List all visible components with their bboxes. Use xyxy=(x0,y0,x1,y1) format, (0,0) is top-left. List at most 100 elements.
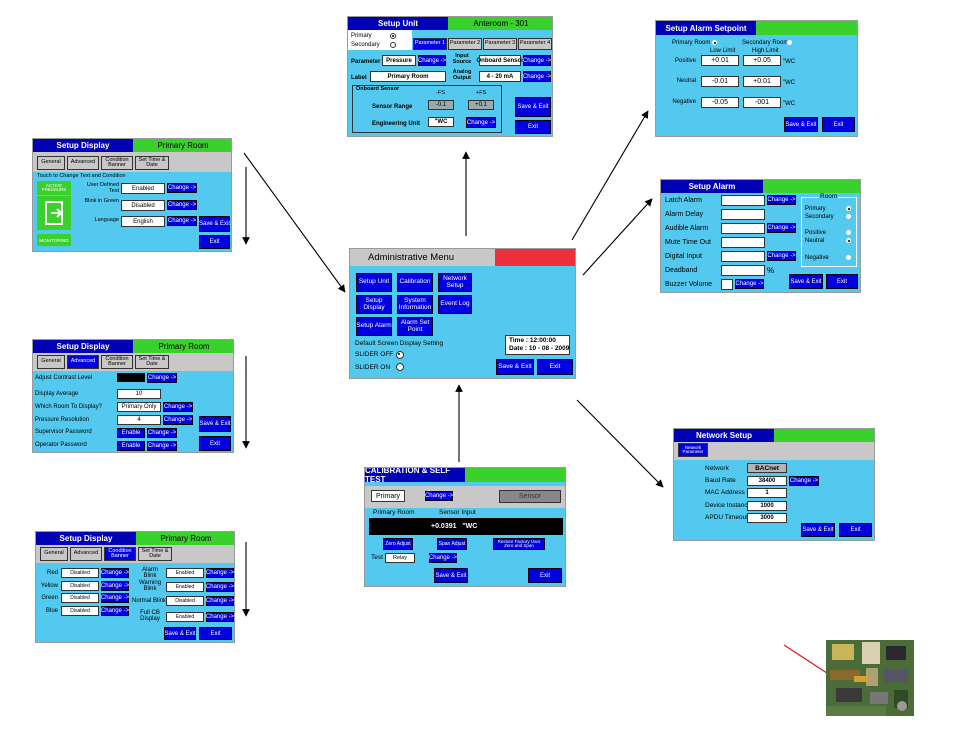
tab-set-time-date[interactable]: Set Time & Date xyxy=(135,355,169,369)
exit-button[interactable]: Exit xyxy=(199,235,230,249)
primary-room-label: Primary Room xyxy=(373,509,415,516)
positive-radio[interactable] xyxy=(846,230,851,235)
setup-alarm-button[interactable]: Setup Alarm xyxy=(356,317,392,336)
tab-advanced[interactable]: Advanced xyxy=(67,355,99,369)
circuit-board-icon xyxy=(826,640,914,716)
neutral-label: Neutral xyxy=(805,238,825,244)
operator-password-label: Operator Password xyxy=(35,442,87,448)
latch-alarm-change-button[interactable]: Change -> xyxy=(767,195,796,205)
primary-radio[interactable] xyxy=(390,33,396,39)
buzzer-volume-change-button[interactable]: Change -> xyxy=(735,279,764,289)
tab-set-time-date[interactable]: Set Time & Date xyxy=(138,547,172,561)
slider-off-radio[interactable] xyxy=(396,351,404,359)
save-exit-button[interactable]: Save & Exit xyxy=(434,568,468,583)
secondary-radio[interactable] xyxy=(846,214,851,219)
save-exit-button[interactable]: Save & Exit xyxy=(164,627,196,640)
tab-general[interactable]: General xyxy=(37,156,65,170)
calibration-button[interactable]: Calibration xyxy=(397,273,433,292)
exit-button[interactable]: Exit xyxy=(839,523,872,537)
normal-blink-change-button[interactable]: Change -> xyxy=(205,596,235,606)
negative-radio[interactable] xyxy=(846,255,851,260)
tab-general[interactable]: General xyxy=(40,547,68,561)
baud-rate-change-button[interactable]: Change -> xyxy=(789,476,819,486)
tab-parameter-3[interactable]: Parameter 3 xyxy=(483,38,517,50)
setup-display-button[interactable]: Setup Display xyxy=(356,295,392,314)
operator-password-value[interactable]: Enable xyxy=(117,441,145,451)
room-change-button[interactable]: Change -> xyxy=(424,491,454,501)
tab-parameter-1[interactable]: Parameter 1 xyxy=(413,38,447,50)
green-label: Green xyxy=(41,595,58,601)
neutral-radio[interactable] xyxy=(846,238,851,243)
exit-button[interactable]: Exit xyxy=(199,436,231,451)
tab-network-parameter[interactable]: Network Parameter xyxy=(678,443,708,457)
circuit-board-photo xyxy=(826,640,914,716)
audible-alarm-change-button[interactable]: Change -> xyxy=(767,223,796,233)
green-change-button[interactable]: Change -> xyxy=(100,593,130,603)
tab-general[interactable]: General xyxy=(37,355,65,369)
primary-radio[interactable] xyxy=(846,206,851,211)
slider-on-radio[interactable] xyxy=(396,363,404,371)
supervisor-password-value[interactable]: Enable xyxy=(117,428,145,438)
full-cb-display-change-button[interactable]: Change -> xyxy=(205,612,235,622)
event-log-button[interactable]: Event Log xyxy=(438,295,472,314)
tab-advanced[interactable]: Advanced xyxy=(67,156,99,170)
span-adjust-button[interactable]: Span Adjust xyxy=(437,538,467,550)
save-exit-button[interactable]: Save & Exit xyxy=(199,216,230,232)
setup-unit-button[interactable]: Setup Unit xyxy=(356,273,392,292)
tab-condition-banner[interactable]: Condition Banner xyxy=(104,547,136,561)
contrast-change-button[interactable]: Change -> xyxy=(147,373,177,383)
secondary-label: Secondary xyxy=(351,42,380,48)
pressure-resolution-change-button[interactable]: Change -> xyxy=(163,415,193,425)
yellow-change-button[interactable]: Change -> xyxy=(100,581,130,591)
save-exit-button[interactable]: Save & Exit xyxy=(496,359,534,375)
digital-input-change-button[interactable]: Change -> xyxy=(767,251,796,261)
secondary-room-radio[interactable] xyxy=(787,40,792,45)
exit-button[interactable]: Exit xyxy=(528,568,562,583)
tab-parameter-2[interactable]: Parameter 2 xyxy=(448,38,482,50)
supervisor-password-change-button[interactable]: Change -> xyxy=(147,428,177,438)
save-exit-button[interactable]: Save & Exit xyxy=(199,416,231,432)
zero-adjust-button[interactable]: Zero Adjust xyxy=(383,538,413,550)
secondary-radio[interactable] xyxy=(390,42,396,48)
tab-condition-banner[interactable]: Condition Banner xyxy=(101,156,133,170)
blink-in-green-change-button[interactable]: Change -> xyxy=(167,200,197,210)
engineering-unit-change-button[interactable]: Change -> xyxy=(466,117,496,128)
sensor-button[interactable]: Sensor xyxy=(499,490,561,503)
operator-password-change-button[interactable]: Change -> xyxy=(147,441,177,451)
exit-button[interactable]: Exit xyxy=(537,359,573,375)
exit-button[interactable]: Exit xyxy=(822,117,855,132)
restore-factory-button[interactable]: Restore Factory User Zero and Span xyxy=(493,538,545,550)
door-exit-icon[interactable] xyxy=(37,196,71,230)
monitoring-badge[interactable]: MONITORING xyxy=(37,234,71,246)
tab-condition-banner[interactable]: Condition Banner xyxy=(101,355,133,369)
primary-room-radio[interactable] xyxy=(712,40,717,45)
warning-blink-change-button[interactable]: Change -> xyxy=(205,582,235,592)
exit-button[interactable]: Exit xyxy=(199,627,232,640)
exit-button[interactable]: Exit xyxy=(515,120,551,134)
alarm-set-point-button[interactable]: Alarm Set Point xyxy=(397,317,433,336)
audible-alarm-label: Audible Alarm xyxy=(665,225,709,232)
analog-output-change-button[interactable]: Change -> xyxy=(523,71,551,82)
exit-button[interactable]: Exit xyxy=(826,274,858,289)
alarm-delay-value xyxy=(721,209,765,220)
test-change-button[interactable]: Change -> xyxy=(428,553,458,563)
language-change-button[interactable]: Change -> xyxy=(167,216,197,226)
user-defined-text-change-button[interactable]: Change -> xyxy=(167,183,197,193)
save-exit-button[interactable]: Save & Exit xyxy=(801,523,835,537)
alarm-blink-change-button[interactable]: Change -> xyxy=(205,568,235,578)
input-source-change-button[interactable]: Change -> xyxy=(523,55,551,66)
parameter-change-button[interactable]: Change -> xyxy=(418,55,446,66)
save-exit-button[interactable]: Save & Exit xyxy=(784,117,818,132)
save-exit-button[interactable]: Save & Exit xyxy=(515,97,551,117)
save-exit-button[interactable]: Save & Exit xyxy=(789,274,823,289)
tab-set-time-date[interactable]: Set Time & Date xyxy=(135,156,169,170)
tab-parameter-4[interactable]: Parameter 4 xyxy=(518,38,552,50)
active-pressure-badge[interactable]: ACTIVE PRESSURE xyxy=(37,181,71,195)
red-change-button[interactable]: Change -> xyxy=(100,568,130,578)
pressure-resolution-value: 4 xyxy=(117,415,161,425)
tab-advanced[interactable]: Advanced xyxy=(70,547,102,561)
system-information-button[interactable]: System Information xyxy=(397,295,433,314)
blue-change-button[interactable]: Change -> xyxy=(100,606,130,616)
network-setup-button[interactable]: Network Setup xyxy=(438,273,472,292)
which-room-change-button[interactable]: Change -> xyxy=(163,402,193,412)
